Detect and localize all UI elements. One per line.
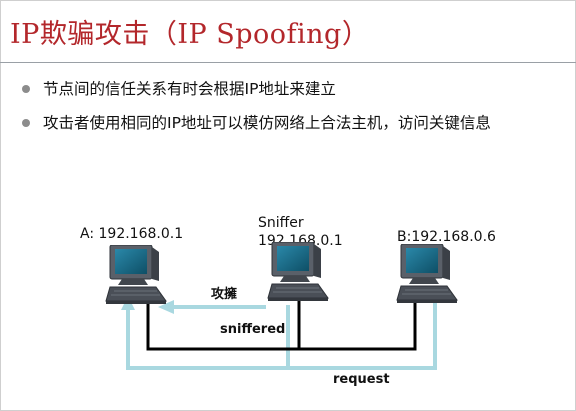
host-b-computer-icon <box>396 244 458 304</box>
bullet-dot-icon <box>22 85 30 93</box>
sniffered-label: sniffered <box>220 322 286 337</box>
bullet-text: 节点间的信任关系有时会根据IP地址来建立 <box>43 80 336 98</box>
attack-arrowhead-icon <box>158 300 174 314</box>
request-path <box>126 300 437 370</box>
request-label: request <box>333 372 390 387</box>
title-divider <box>0 62 576 63</box>
sniffer-computer-icon <box>267 242 329 302</box>
bullet-text: 攻击者使用相同的IP地址可以模仿网络上合法主机，访问关键信息 <box>43 114 491 132</box>
network-bus <box>146 300 417 351</box>
bullet-dot-icon <box>22 119 30 127</box>
flow-lines <box>126 300 437 370</box>
slide-title: IP欺骗攻击（IP Spoofing） <box>10 19 370 50</box>
host-a-computer-icon <box>105 245 167 305</box>
host-b-label: B:192.168.0.6 <box>397 229 496 245</box>
network-cable <box>146 300 417 351</box>
attack-label: 攻擁 <box>211 287 238 302</box>
sniffer-name-label: Sniffer <box>258 215 304 231</box>
host-a-label: A: 192.168.0.1 <box>80 226 184 242</box>
